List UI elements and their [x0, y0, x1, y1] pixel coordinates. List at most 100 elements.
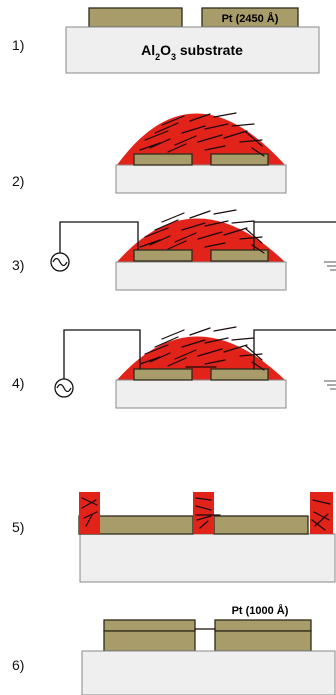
nanowire [189, 113, 211, 122]
nanowire [251, 147, 265, 157]
nanowire [223, 344, 248, 353]
electrode-right [210, 249, 269, 262]
step-2: 2) [12, 112, 287, 194]
suspension-droplet [117, 113, 285, 165]
nanowire [204, 220, 229, 227]
step-2-label: 2) [12, 173, 24, 189]
ground-icon [324, 380, 336, 390]
nanowire [204, 123, 229, 130]
nanowire [213, 209, 237, 215]
nanowire [83, 511, 98, 519]
nanowires [81, 497, 331, 531]
nanowire [196, 515, 212, 521]
nanowire [239, 236, 263, 240]
nanowire [197, 231, 223, 240]
nanowire [81, 499, 97, 509]
nanowire [167, 240, 187, 250]
nanowire [161, 329, 185, 340]
substrate [115, 379, 287, 409]
ac-source-icon [50, 252, 70, 272]
nanowire [239, 353, 263, 357]
nanowires [139, 326, 265, 371]
electrode-left-top-layer [103, 630, 196, 652]
nanowire [174, 232, 197, 243]
step-5: 5) [12, 492, 336, 583]
photoresist-block-center [193, 492, 214, 534]
electrode-left [88, 7, 183, 28]
wire-to-left-electrode [59, 221, 139, 253]
nanowire [197, 134, 223, 143]
substrate [79, 533, 336, 583]
electrode-left [133, 153, 193, 166]
electrode-right-top-layer [214, 630, 312, 652]
nanowire [197, 348, 223, 357]
nanowire [245, 131, 263, 147]
electrode-left [133, 368, 193, 381]
substrate-label: Al2O3 substrate [141, 42, 243, 62]
nanowire [144, 227, 169, 238]
step-4-label: 4) [12, 375, 24, 391]
electrode-left-bottom-layer [103, 619, 196, 632]
electrode-right [210, 368, 269, 381]
nanowire [213, 326, 237, 332]
step-3-label: 3) [12, 257, 24, 273]
nanowire [231, 123, 255, 127]
step-4: 4) [12, 326, 336, 409]
ac-source-icon [54, 378, 74, 398]
ground-icon [324, 261, 336, 271]
nanowire [312, 499, 331, 505]
nanowire [167, 357, 187, 367]
substrate [115, 261, 287, 291]
nanowire [154, 219, 179, 231]
nanowire [204, 242, 226, 248]
electrode-thickness-label: Pt (1000 Å) [232, 604, 289, 617]
nanowire [174, 135, 197, 146]
nanowire [181, 222, 206, 231]
substrate [65, 26, 320, 74]
electrode-right [210, 153, 269, 166]
nanowire [174, 349, 197, 360]
nanowire [81, 497, 98, 506]
electrode-thickness-label: Pt (2450 Å) [222, 12, 279, 25]
nanowire [139, 356, 161, 365]
nanowire [231, 337, 255, 341]
step-6-label: 6) [12, 657, 24, 673]
nanowire [139, 142, 161, 151]
nanowire [204, 145, 226, 151]
nanowire [154, 336, 179, 348]
step-1: 1) Pt (2450 Å) Al2O3 substrate [12, 7, 320, 74]
electrode-left [133, 249, 193, 262]
nanowire [161, 115, 185, 126]
nanowire [311, 519, 326, 531]
wire-to-right-electrode [253, 329, 336, 369]
step-5-label: 5) [12, 519, 24, 535]
electrode-right-bottom-layer [214, 619, 312, 632]
nanowire [189, 327, 211, 336]
nanowire [195, 497, 212, 501]
nanowire [85, 514, 93, 527]
nanowire [181, 339, 206, 348]
nanowire [189, 210, 211, 219]
nanowire [144, 130, 169, 141]
substrate [115, 164, 287, 194]
substrate [81, 650, 336, 695]
photoresist-block-left [79, 492, 100, 534]
nanowires [139, 112, 265, 157]
nanowire [204, 337, 229, 344]
nanowire [144, 344, 169, 355]
nanowire [213, 112, 237, 118]
wire-to-left-electrode [63, 329, 141, 380]
wire-to-right-electrode [253, 221, 336, 250]
step-1-label: 1) [12, 37, 24, 53]
nanowire [204, 359, 226, 365]
electrode-right [213, 515, 309, 535]
nanowire [195, 505, 212, 511]
nanowire [167, 143, 187, 153]
step-6: 6) Pt (1000 Å) [12, 604, 336, 695]
nanowire [239, 139, 263, 143]
nanowire [231, 220, 255, 224]
step-3: 3) [12, 209, 336, 291]
nanowire [313, 511, 330, 521]
nanowire [139, 239, 161, 248]
